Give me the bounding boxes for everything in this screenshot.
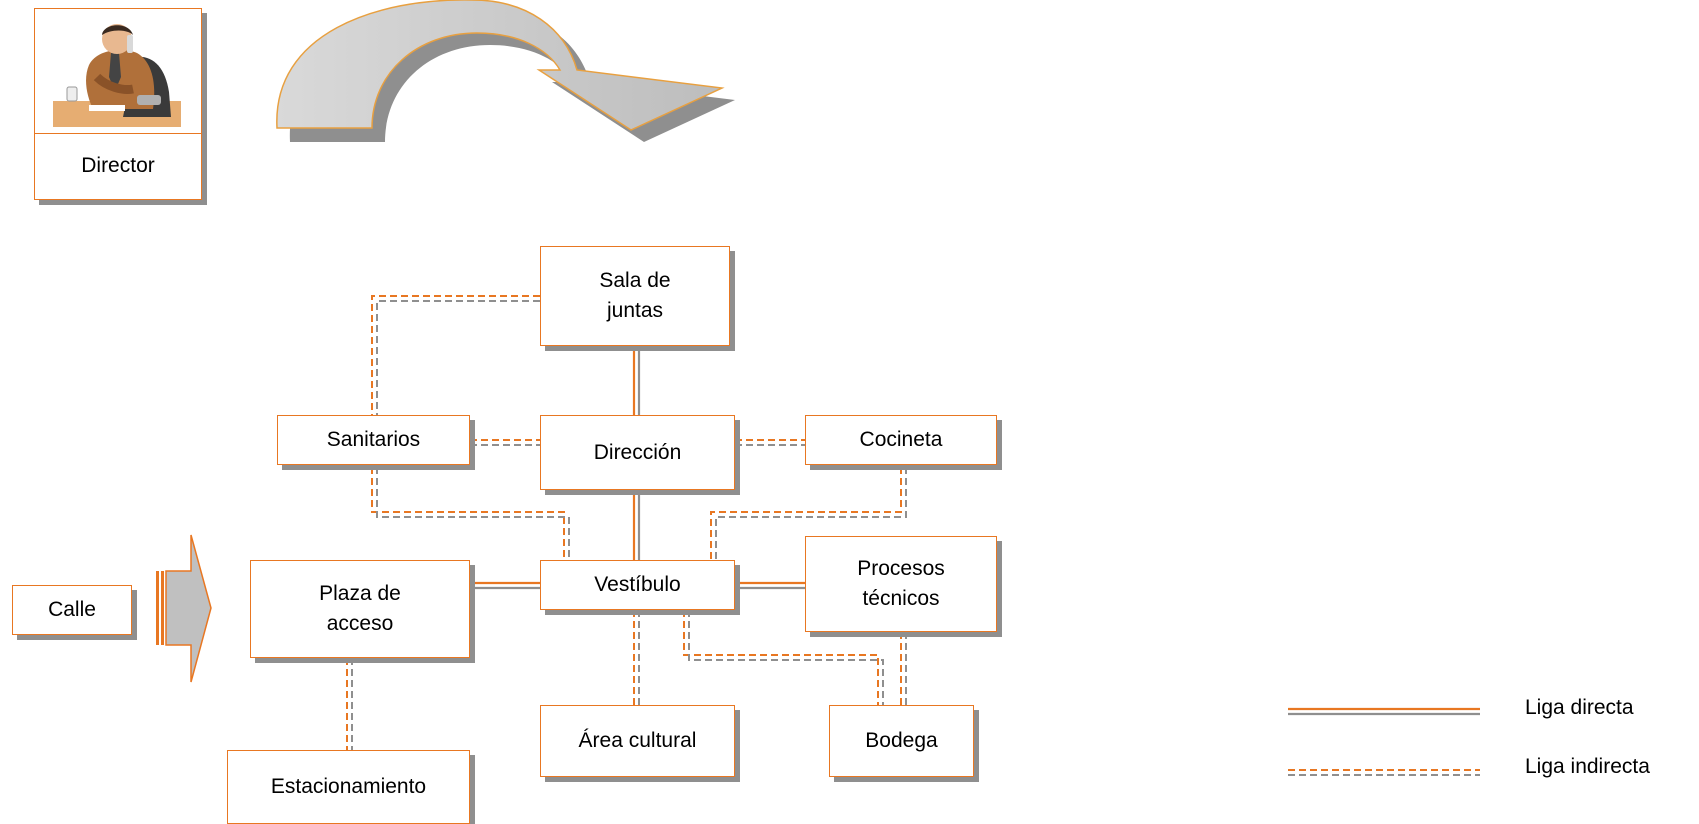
director-divider (35, 133, 201, 134)
node-direccion: Dirección (540, 415, 735, 490)
man-on-phone-icon (53, 17, 181, 127)
node-cocineta: Cocineta (805, 415, 997, 465)
curved-arrow (276, 0, 725, 131)
node-label: Estacionamiento (270, 775, 427, 798)
node-calle: Calle (12, 585, 132, 635)
node-plaza-de-acceso: Plaza de acceso (250, 560, 470, 658)
node-label: Calle (48, 598, 96, 621)
node-label: Cocineta (859, 428, 943, 451)
node-estacionamiento: Estacionamiento (227, 750, 470, 824)
legend-direct-swatch (1288, 707, 1480, 716)
entry-arrow-stripe (156, 571, 159, 645)
node-area-cultural: Área cultural (540, 705, 735, 777)
node-label: Bodega (865, 729, 938, 752)
director-card: Director (34, 8, 202, 200)
node-sala-de-juntas: Sala de juntas (540, 246, 730, 346)
entry-arrow (165, 534, 212, 683)
node-bodega: Bodega (829, 705, 974, 777)
node-label: Plaza de acceso (319, 582, 401, 635)
legend-indirect-swatch (1288, 769, 1480, 776)
legend-indirect-label: Liga indirecta (1525, 755, 1650, 778)
node-procesos-tecnicos: Procesos técnicos (805, 536, 997, 632)
entry-arrow-stripe (161, 571, 164, 645)
node-label: Sanitarios (326, 428, 421, 451)
director-label: Director (81, 154, 155, 177)
direct-links (470, 345, 805, 590)
node-label: Dirección (593, 440, 682, 464)
node-label: Procesos técnicos (857, 557, 945, 610)
node-sanitarios: Sanitarios (277, 415, 470, 465)
node-label: Sala de juntas (599, 269, 671, 322)
node-vestibulo: Vestíbulo (540, 560, 735, 610)
node-label: Área cultural (578, 729, 697, 752)
legend-direct-label: Liga directa (1525, 696, 1634, 719)
node-label: Vestíbulo (594, 573, 681, 596)
indirect-links (346, 295, 907, 750)
